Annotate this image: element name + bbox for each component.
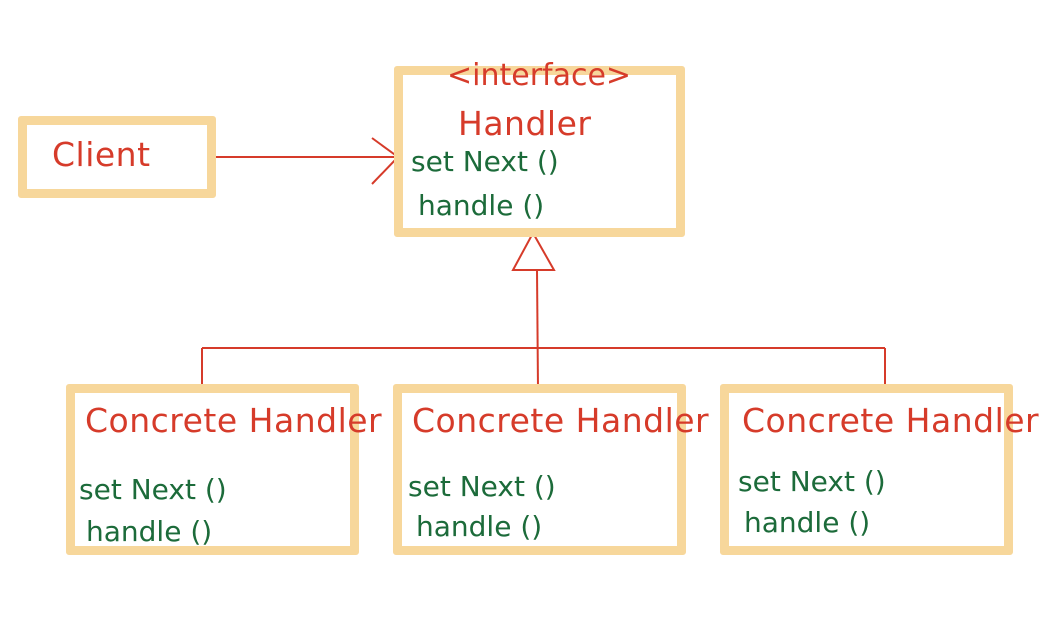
concrete-handler-3-method-setnext: set Next ()	[738, 465, 886, 498]
concrete-handler-name-1: Concrete Handler	[85, 401, 383, 440]
concrete-handler-box-2	[393, 384, 686, 555]
handler-name: Handler	[458, 104, 592, 143]
concrete-handler-3-method-handle: handle ()	[744, 506, 871, 539]
interface-stereotype: <interface>	[447, 58, 632, 93]
inheritance-connector	[201, 230, 886, 390]
client-to-handler-arrow	[211, 137, 400, 185]
concrete-handler-name-3: Concrete Handler	[742, 401, 1040, 440]
concrete-handler-box-3	[720, 384, 1013, 555]
concrete-handler-2-method-handle: handle ()	[416, 510, 543, 543]
inheritance-triangle	[511, 230, 556, 271]
handler-method-setnext: set Next ()	[411, 145, 559, 178]
client-box	[18, 116, 216, 198]
handler-method-handle: handle ()	[418, 189, 545, 222]
client-label: Client	[52, 135, 151, 174]
concrete-handler-2-method-setnext: set Next ()	[408, 470, 556, 503]
concrete-handler-1-method-handle: handle ()	[86, 515, 213, 548]
concrete-handler-name-2: Concrete Handler	[412, 401, 710, 440]
handler-interface-box	[394, 66, 685, 237]
concrete-handler-1-method-setnext: set Next ()	[79, 473, 227, 506]
concrete-handler-box-1	[66, 384, 359, 555]
